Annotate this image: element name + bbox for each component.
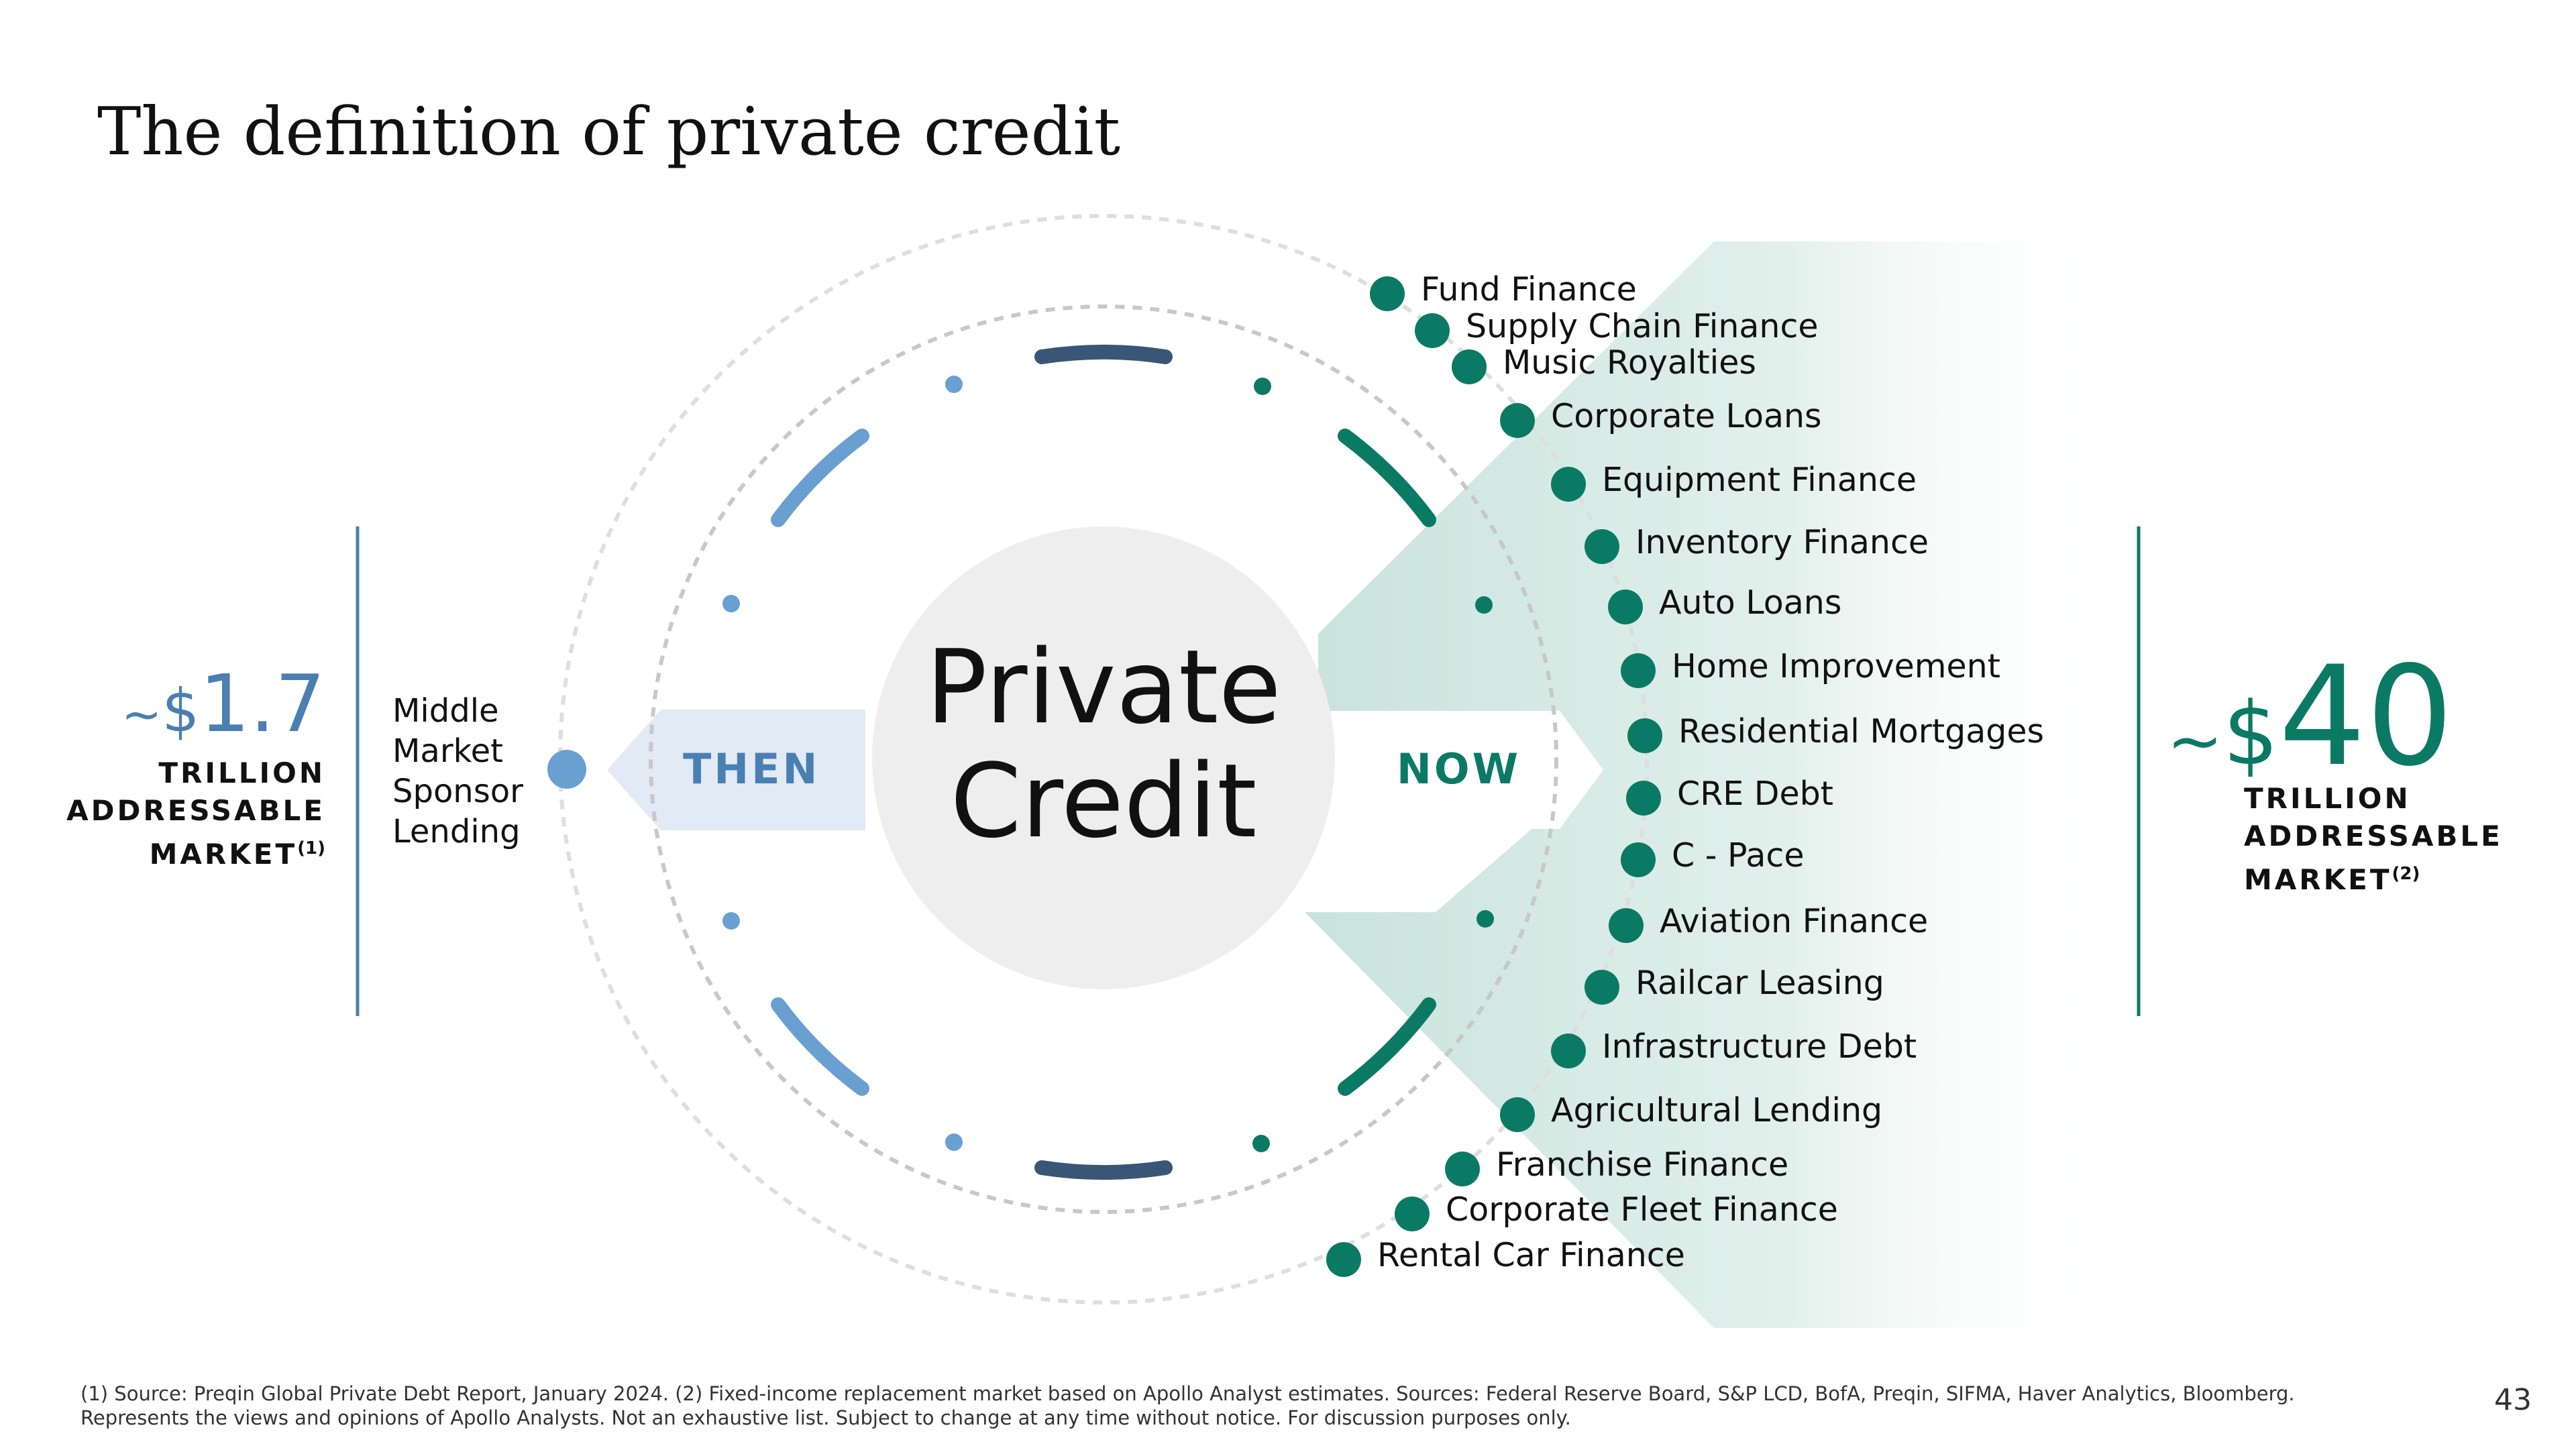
- then-market-amount: ~$1.7: [121, 657, 325, 750]
- now-item-label: Inventory Finance: [1635, 523, 1929, 561]
- now-caption-line: TRILLION: [2244, 782, 2411, 815]
- small-dot: [1477, 910, 1494, 928]
- item-bullet-dot: [1585, 970, 1619, 1005]
- footnote: (1) Source: Preqin Global Private Debt R…: [80, 1382, 2295, 1430]
- item-bullet-dot: [1585, 529, 1619, 564]
- now-item-label: Fund Finance: [1421, 270, 1637, 309]
- now-item-label: Music Royalties: [1503, 343, 1756, 382]
- then-amount-tilde: ~: [121, 686, 162, 742]
- arc-upper-right: [1338, 429, 1436, 527]
- small-dot: [1252, 1135, 1270, 1152]
- then-caption-text: MARKET: [149, 838, 298, 871]
- then-description-line: Sponsor: [392, 773, 523, 810]
- footnote-marker: (2): [2392, 864, 2420, 884]
- now-item-label: Equipment Finance: [1602, 461, 1917, 499]
- now-item-label: C - Pace: [1672, 836, 1805, 875]
- small-dot: [1475, 596, 1493, 614]
- now-item-label: Rental Car Finance: [1377, 1236, 1685, 1274]
- now-caption-line: ADDRESSABLE: [2244, 820, 2503, 852]
- now-item-label: Aviation Finance: [1660, 902, 1929, 940]
- then-caption-line: ADDRESSABLE: [66, 794, 325, 827]
- center-label-line1: Private: [926, 628, 1281, 746]
- item-bullet-dot: [1626, 781, 1661, 816]
- now-item-label: Corporate Fleet Finance: [1446, 1190, 1838, 1229]
- now-arrow: [1338, 711, 1603, 829]
- small-dot: [945, 376, 963, 393]
- arc-bottom: [1034, 1160, 1173, 1180]
- now-amount-value: 40: [2278, 637, 2454, 797]
- outer-dashed-ring: [558, 214, 1649, 1304]
- page-title: The definition of private credit: [97, 94, 1121, 170]
- item-bullet-dot: [1445, 1152, 1480, 1186]
- now-item-label: Residential Mortgages: [1678, 712, 2045, 750]
- item-bullet-dot: [1500, 403, 1535, 438]
- item-bullet-dot: [1621, 842, 1656, 877]
- page-number: 43: [2494, 1383, 2532, 1417]
- small-dot: [1254, 378, 1271, 395]
- inner-dashed-ring: [649, 304, 1558, 1214]
- center-label: Private Credit: [869, 630, 1338, 858]
- now-caption-text: MARKET: [2244, 863, 2392, 896]
- now-item-label: Railcar Leasing: [1635, 964, 1884, 1002]
- item-bullet-dot: [1609, 908, 1644, 943]
- arc-top: [1034, 344, 1173, 364]
- footnote-line: (1) Source: Preqin Global Private Debt R…: [80, 1382, 2295, 1405]
- then-caption-line: MARKET(1): [66, 830, 325, 873]
- arc-lower-right: [1338, 997, 1436, 1096]
- item-bullet-dot: [1551, 1034, 1586, 1068]
- footnote-line: Represents the views and opinions of Apo…: [80, 1406, 1571, 1429]
- center-circle: [872, 526, 1335, 989]
- now-item-label: Agricultural Lending: [1551, 1091, 1883, 1129]
- item-bullet-dot: [1452, 349, 1487, 384]
- item-bullet-dot: [1370, 276, 1405, 311]
- then-marker-dot: [547, 750, 586, 789]
- center-label-line2: Credit: [950, 742, 1257, 860]
- small-dot: [722, 912, 740, 930]
- now-label: NOW: [1397, 744, 1521, 793]
- item-bullets: [1326, 276, 1662, 1277]
- item-bullet-dot: [1395, 1196, 1430, 1231]
- item-bullet-dot: [1326, 1242, 1361, 1277]
- now-caption-line: MARKET(2): [2244, 855, 2503, 899]
- then-description-line: Market: [392, 732, 503, 770]
- small-dot: [945, 1133, 963, 1151]
- then-market-caption: TRILLION ADDRESSABLE MARKET(1): [66, 755, 325, 873]
- now-item-label: Franchise Finance: [1496, 1146, 1789, 1184]
- item-bullet-dot: [1608, 590, 1643, 624]
- item-bullet-dot: [1500, 1097, 1535, 1132]
- then-description-line: Lending: [392, 813, 521, 850]
- then-label: THEN: [683, 744, 820, 793]
- now-amount-dollar: $: [2222, 683, 2279, 785]
- item-bullet-dot: [1415, 313, 1450, 348]
- arc-upper-left: [771, 429, 869, 527]
- then-amount-value: 1.7: [199, 657, 325, 750]
- now-item-label: Home Improvement: [1672, 647, 2000, 685]
- now-item-label: Corporate Loans: [1551, 397, 1822, 435]
- now-item-label: Infrastructure Debt: [1602, 1027, 1917, 1066]
- now-market-amount: ~$40: [2167, 637, 2453, 797]
- now-item-label: Auto Loans: [1659, 583, 1842, 622]
- now-market-caption: TRILLION ADDRESSABLE MARKET(2): [2244, 780, 2503, 899]
- item-bullet-dot: [1621, 653, 1656, 688]
- item-bullet-dot: [1627, 718, 1662, 753]
- now-amount-tilde: ~: [2167, 702, 2223, 780]
- then-description-line: Middle: [392, 692, 499, 730]
- now-item-label: CRE Debt: [1677, 775, 1833, 813]
- now-item-label: Supply Chain Finance: [1466, 307, 1819, 345]
- small-dot: [722, 595, 740, 612]
- item-bullet-dot: [1551, 467, 1586, 502]
- now-fan-background: [1305, 241, 2113, 1328]
- arc-lower-left: [771, 997, 869, 1096]
- then-arrow: [607, 710, 865, 830]
- footnote-marker: (1): [297, 838, 325, 858]
- then-description: Middle Market Sponsor Lending: [392, 691, 523, 852]
- then-caption-line: TRILLION: [158, 757, 325, 789]
- then-amount-dollar: $: [162, 676, 200, 745]
